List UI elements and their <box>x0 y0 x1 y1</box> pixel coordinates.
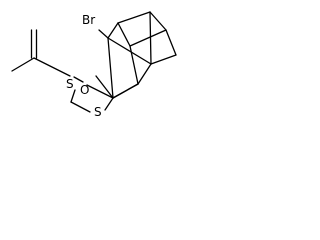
atom-label-sulfur-upper: S <box>66 77 74 91</box>
atom-label-bromine: Br <box>82 13 95 27</box>
bond-ring-bottom <box>70 101 91 113</box>
bond-cage-5 <box>117 11 151 24</box>
bond-cage-4 <box>107 22 119 39</box>
atom-label-oxygen: O <box>80 83 89 97</box>
bond-c-br <box>98 29 109 39</box>
bond-cage-11 <box>107 37 152 65</box>
bond-cage-13 <box>129 29 167 47</box>
bond-cage-10 <box>107 37 114 99</box>
bond-cage-9 <box>137 63 152 85</box>
dithiolane-ring <box>70 76 114 113</box>
bond-s-to-cage <box>86 84 114 99</box>
bond-cage-6 <box>149 11 167 31</box>
chemical-structure-diagram: Br S O S <box>11 11 177 119</box>
bond-methyl <box>11 57 35 72</box>
bond-cage-14 <box>129 45 139 85</box>
bond-cage-12 <box>117 22 131 47</box>
bond-ring-s-lower <box>104 97 114 111</box>
atom-label-sulfur-lower: S <box>94 105 102 119</box>
bond-cage-8 <box>150 54 177 65</box>
bond-acyl-to-spiro <box>33 57 71 77</box>
bond-cage-7 <box>165 29 177 56</box>
bond-cage-3 <box>112 83 139 99</box>
bond-ring-s-upper <box>73 76 84 83</box>
bond-cage-1 <box>95 75 114 99</box>
bond-ring-left <box>70 89 76 103</box>
bond-cage-15 <box>149 11 152 65</box>
acetyl-group <box>11 29 71 77</box>
cage-framework <box>95 11 177 99</box>
